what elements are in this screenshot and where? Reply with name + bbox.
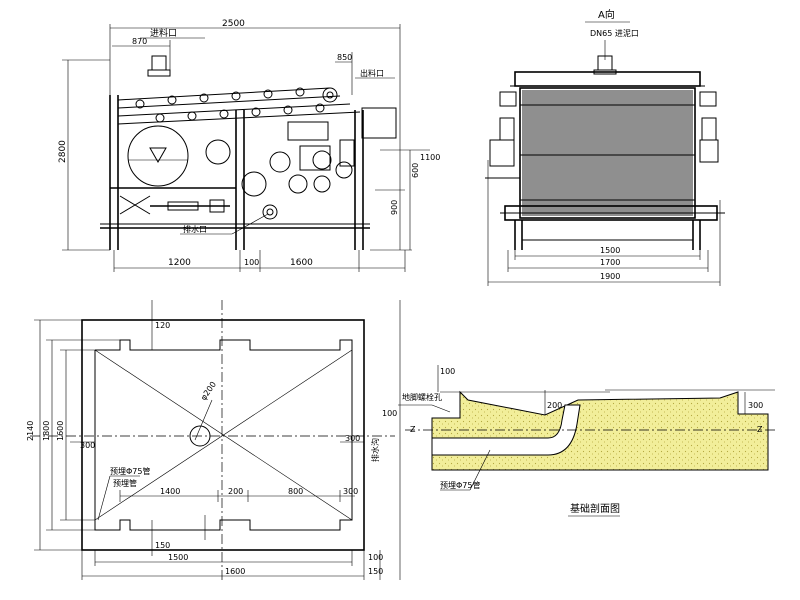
- dim-section-top: 100: [440, 367, 455, 376]
- dim-bottom-left: 1200: [168, 258, 191, 268]
- side-view: 2500 870 进料口 850 出料口 2800: [58, 19, 440, 272]
- dim-height: 2800: [58, 140, 68, 163]
- plan-view: φ200 2140 1800 1600 120 300 300 预埋Φ75管 预…: [26, 300, 401, 580]
- note-left-pipe2: 预埋管: [113, 478, 137, 488]
- dim-seg4: 300: [343, 487, 358, 496]
- discharge-label: 出料口: [360, 68, 384, 78]
- dim-overall-length: 2500: [222, 19, 245, 29]
- dim-left-outer: 2140: [26, 421, 35, 441]
- dim-right-h3: 1100: [420, 153, 440, 162]
- dim-bottom-w1: 1500: [168, 553, 188, 562]
- dim-width-inner: 1500: [600, 246, 620, 255]
- dim-right-h1: 600: [411, 163, 420, 178]
- dim-bottom-mid: 100: [244, 258, 259, 267]
- dim-section-mid: 200: [547, 401, 562, 410]
- dim-bottom-right2: 150: [368, 567, 383, 576]
- drain-label: 排水口: [183, 224, 207, 234]
- dim-bottom-notch: 150: [155, 541, 170, 550]
- section-title: 基础剖面图: [570, 502, 620, 515]
- section-view: Z Z 100 200 300 地脚螺栓孔 预埋Φ75管 基础剖面图: [398, 365, 775, 517]
- dim-left-core: 1600: [56, 421, 65, 441]
- note-left-pipe: 预埋Φ75管: [110, 466, 150, 476]
- note-section-bottom: 预埋Φ75管: [440, 480, 480, 490]
- filter-mesh: [522, 90, 693, 216]
- dim-width-outer: 1900: [600, 272, 620, 281]
- dim-right-off: 300: [345, 434, 360, 443]
- note-section-left: 地脚螺栓孔: [402, 392, 442, 402]
- dim-bottom-w2: 1600: [225, 567, 245, 576]
- dim-bottom-right: 1600: [290, 258, 313, 268]
- dim-right-top: 850: [337, 53, 352, 62]
- dim-right-small: 100: [382, 409, 397, 418]
- dim-width-mid: 1700: [600, 258, 620, 267]
- end-view: A向 DN65 进泥口: [485, 8, 725, 286]
- section-mark-left: Z: [410, 425, 416, 434]
- end-header: A向: [598, 8, 615, 21]
- dim-top-offset: 870: [132, 37, 147, 46]
- dim-right-h2: 900: [390, 200, 399, 215]
- end-header-sub: DN65 进泥口: [590, 29, 639, 38]
- dim-seg1: 1400: [160, 487, 180, 496]
- dim-bottom-right1: 100: [368, 553, 383, 562]
- dim-center-hole: φ200: [199, 380, 218, 402]
- dim-seg2: 200: [228, 487, 243, 496]
- section-mark-right: Z: [757, 425, 763, 434]
- dim-top-notch: 120: [155, 321, 170, 330]
- feed-inlet-label: 进料口: [150, 27, 177, 39]
- note-right-drain: 排水沟: [370, 438, 380, 462]
- dim-section-right: 300: [748, 401, 763, 410]
- dim-seg3: 800: [288, 487, 303, 496]
- dim-left-inner: 1800: [42, 421, 51, 441]
- dim-left-off: 300: [80, 441, 95, 450]
